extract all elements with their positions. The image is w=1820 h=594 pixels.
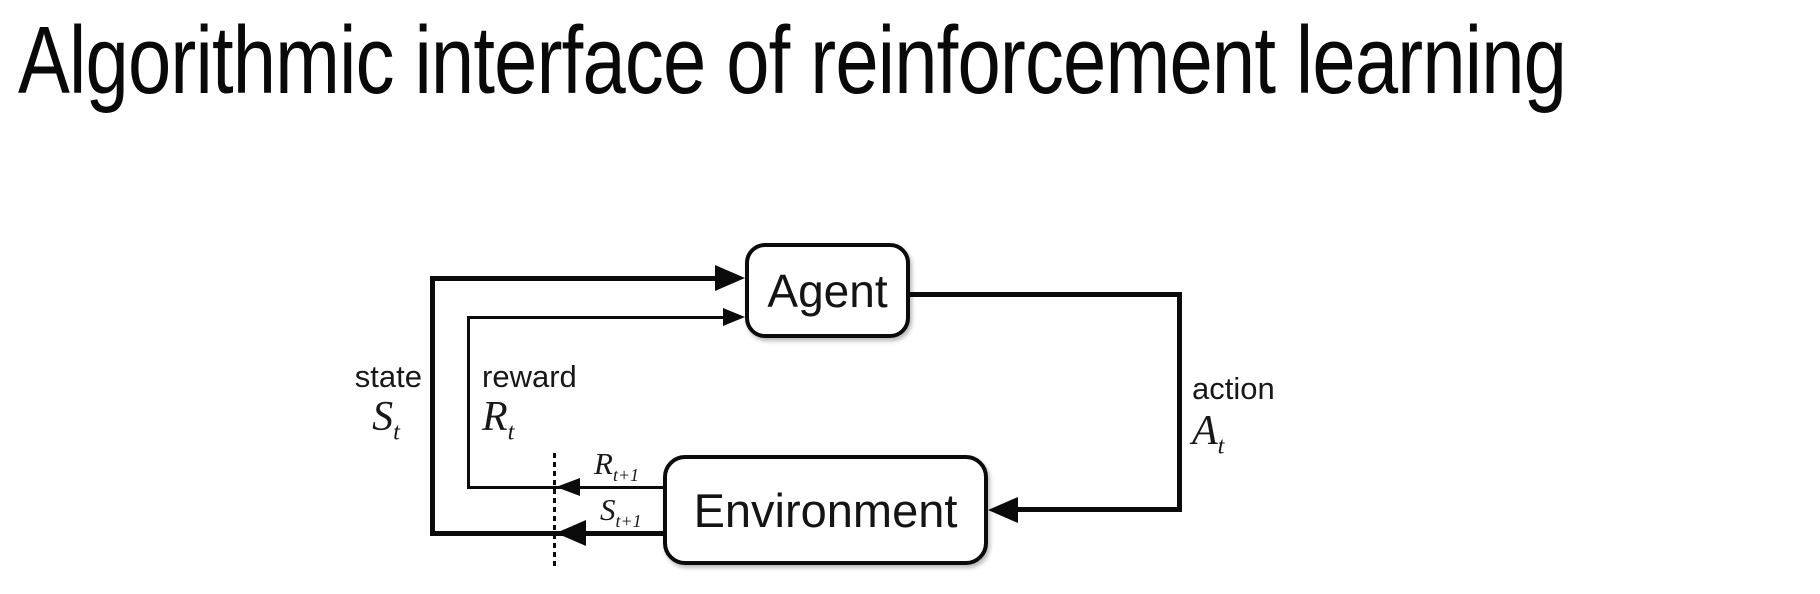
action-label: action — [1192, 371, 1275, 406]
state-label: state — [354, 359, 422, 394]
agent-label: Agent — [767, 264, 888, 317]
action-symbol: At — [1192, 408, 1225, 460]
state-arrowhead-icon — [715, 265, 745, 291]
environment-label: Environment — [693, 483, 958, 537]
next-reward-symbol: Rt+1 — [594, 446, 640, 486]
reward-arrowhead-icon — [723, 308, 745, 326]
next-state-arrowhead-icon — [556, 520, 586, 546]
action-arrowhead-icon — [988, 497, 1018, 523]
action-line-vertical — [1177, 292, 1182, 512]
reward-line-top — [467, 316, 725, 319]
reward-label: reward — [482, 359, 577, 394]
time-step-divider-line — [553, 453, 556, 567]
next-reward-arrowhead-icon — [556, 478, 580, 496]
agent-box: Agent — [745, 243, 910, 338]
next-state-symbol: St+1 — [600, 492, 642, 532]
reward-symbol: Rt — [482, 394, 515, 446]
action-line-bottom — [1016, 507, 1182, 512]
environment-box: Environment — [663, 455, 988, 565]
state-line-vertical — [430, 276, 435, 536]
state-line-bottom — [430, 531, 663, 536]
page-title: Algorithmic interface of reinforcement l… — [18, 7, 1567, 114]
state-symbol: St — [372, 394, 400, 446]
reward-line-vertical — [467, 316, 470, 488]
state-line-top — [430, 276, 718, 281]
action-line-top — [910, 292, 1182, 297]
